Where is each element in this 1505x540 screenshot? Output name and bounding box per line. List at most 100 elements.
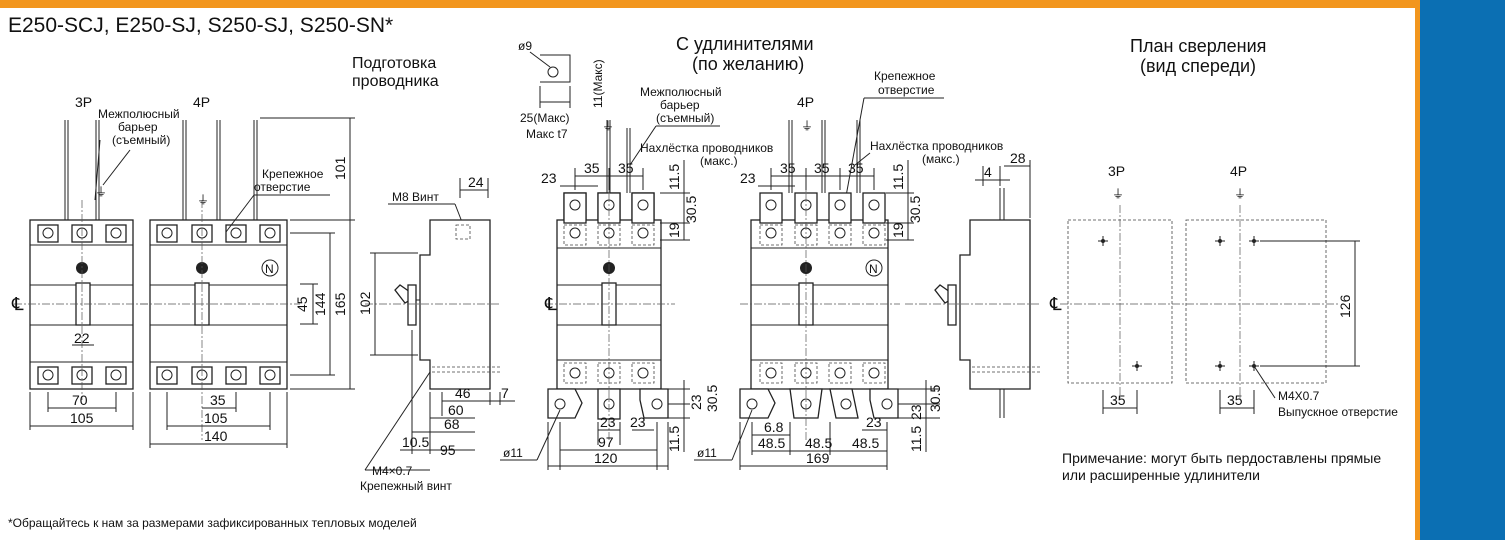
- dim-140: 140: [204, 428, 228, 444]
- ext-mount-hole-line-2: отверстие: [878, 83, 935, 97]
- ext-barrier-line-3: (съемный): [656, 111, 714, 125]
- earth-symbol-3p: ⏚: [95, 185, 107, 199]
- dim-105-3p: 105: [70, 410, 94, 426]
- overlap-3p-line-2: (макс.): [700, 154, 738, 168]
- dim-46: 46: [455, 385, 471, 401]
- dim-60: 60: [448, 402, 464, 418]
- dim-23-ext-4p-v: 23: [908, 404, 924, 420]
- barrier-line-1: Межполюсный: [98, 107, 180, 121]
- drill-heading-1: План сверления: [1130, 36, 1266, 56]
- breaker-body-4p: [149, 219, 288, 390]
- dim-7: 7: [501, 385, 509, 401]
- dim-24: 24: [468, 174, 484, 190]
- dim-11-5-ext-3p: 11.5: [666, 164, 682, 190]
- label-4p-front: 4P: [193, 94, 210, 110]
- dim-23-ext-3p-b: 23: [630, 414, 646, 430]
- barrier-callout: Межполюсный барьер (съемный): [98, 107, 180, 186]
- drill-heading-2: (вид спереди): [1140, 56, 1256, 76]
- dim-165: 165: [332, 292, 348, 316]
- earth-symbol-ext-4p: ⏚: [801, 119, 813, 133]
- conductor-detail: ø9 11(Макс) 25(Макс) Макс t7: [518, 39, 605, 141]
- dim-101: 101: [332, 156, 348, 180]
- barrier-line-3: (съемный): [112, 133, 170, 147]
- drill-label-3p: 3P: [1108, 163, 1125, 179]
- earth-symbol-drill-4p: ⏚: [1234, 187, 1246, 201]
- outlet-hole-label: Выпускное отверстие: [1278, 405, 1398, 419]
- neutral-mark-4p: N: [265, 262, 274, 276]
- max11-label: 11(Макс): [591, 59, 605, 108]
- mount-hole-callout-4p: Крепежное отверстие: [225, 167, 330, 233]
- dim-102: 102: [357, 291, 373, 315]
- ext-mount-hole-line-1: Крепежное: [874, 69, 936, 83]
- maxt7-label: Макс t7: [526, 127, 568, 141]
- side-view-ext: 4 28: [905, 150, 1040, 418]
- dim-23-ext-3p-top: 23: [541, 170, 557, 186]
- dim-11-5-ext-4p-b: 11.5: [908, 426, 924, 452]
- extension-view-4p: 4P Крепежное отверстие Нахлёстка проводн…: [694, 69, 1003, 470]
- mount-hole-line-1: Крепежное: [262, 167, 324, 181]
- dim-11-5-ext-4p: 11.5: [890, 164, 906, 190]
- dim-126: 126: [1337, 294, 1353, 318]
- front-view-3p: 3P ⏚ ℄ 22 70 105: [11, 94, 150, 430]
- drill-outline-4p: [1185, 219, 1327, 384]
- overlap-3p-line-1: Нахлёстка проводников: [640, 141, 773, 155]
- prep-heading-2: проводника: [352, 73, 439, 90]
- earth-symbol-4p: ⏚: [197, 193, 209, 207]
- fixing-screw-label: Крепежный винт: [360, 479, 452, 493]
- drilling-plan: План сверления (вид спереди) 3P ⏚ 4P ⏚ ℄…: [1049, 36, 1398, 483]
- footnote: *Обращайтесь к нам за размерами зафиксир…: [8, 516, 417, 530]
- dim-169: 169: [806, 450, 830, 466]
- dim-23-ext-3p-v: 23: [688, 394, 704, 410]
- dim-68: 68: [444, 416, 460, 432]
- note-line-1: Примечание: могут быть пердоставлены пря…: [1062, 450, 1381, 466]
- note-line-2: или расширенные удлинители: [1062, 467, 1260, 483]
- dim-35-4p: 35: [210, 392, 226, 408]
- dim-35-ext-4p-c: 35: [848, 160, 864, 176]
- dim-19-ext-3p: 19: [666, 222, 682, 238]
- blue-side-bar: [1420, 0, 1505, 540]
- label-4p-ext: 4P: [797, 94, 814, 110]
- dimension-drawing: 3P ⏚ ℄ 22 70 105 Межполюсный барьер (съе…: [11, 34, 1398, 493]
- dia11-label-3p: ø11: [503, 446, 523, 460]
- prep-heading-1: Подготовка: [352, 55, 436, 72]
- dim-105-4p: 105: [204, 410, 228, 426]
- earth-symbol-drill-3p: ⏚: [1112, 187, 1124, 201]
- dim-48-5-a: 48.5: [758, 435, 785, 451]
- earth-symbol-ext-3p: ⏚: [602, 119, 614, 133]
- dim-70: 70: [72, 392, 88, 408]
- dim-23-ext-4p-a: 23: [866, 414, 882, 430]
- dim-35-ext-3p-a: 35: [584, 160, 600, 176]
- dim-30-5-ext-3p: 30.5: [683, 196, 699, 223]
- center-mark-drill: ℄: [1049, 294, 1062, 314]
- dim-10-5: 10.5: [402, 434, 429, 450]
- ext-heading-1: С удлинителями: [676, 34, 814, 54]
- center-mark-3p: ℄: [11, 294, 24, 314]
- dim-35-drill-3p: 35: [1110, 392, 1126, 408]
- label-3p: 3P: [75, 94, 92, 110]
- overlap-4p-line-1: Нахлёстка проводников: [870, 139, 1003, 153]
- dim-23-ext-3p-a: 23: [600, 414, 616, 430]
- dim-30-5-ext-4p-b: 30.5: [927, 385, 943, 412]
- dim-22: 22: [74, 330, 90, 346]
- dim-97: 97: [598, 434, 614, 450]
- dim-35-ext-4p-a: 35: [780, 160, 796, 176]
- dim-30-5-ext-4p: 30.5: [907, 196, 923, 223]
- ext-barrier-line-2: барьер: [660, 98, 700, 112]
- extension-view-3p: С удлинителями (по желанию) Межполюсный …: [500, 34, 814, 470]
- dim-6-8: 6.8: [764, 419, 784, 435]
- dim-19-ext-4p: 19: [890, 222, 906, 238]
- dim-120: 120: [594, 450, 618, 466]
- dim-48-5-b: 48.5: [805, 435, 832, 451]
- m8-screw-label: M8 Винт: [392, 190, 439, 204]
- overlap-4p-line-2: (макс.): [922, 152, 960, 166]
- dim-30-5-ext-3p-b: 30.5: [704, 385, 720, 412]
- dim-35-ext-3p-b: 35: [618, 160, 634, 176]
- dim-28: 28: [1010, 150, 1026, 166]
- dim-11-5-ext-3p-b: 11.5: [666, 426, 682, 452]
- dim-144: 144: [312, 292, 328, 316]
- dim-48-5-c: 48.5: [852, 435, 879, 451]
- m4-screw-label: M4×0.7: [372, 464, 413, 478]
- mount-hole-line-2: отверстие: [254, 180, 311, 194]
- dim-23-ext-4p-top: 23: [740, 170, 756, 186]
- dim-45: 45: [294, 296, 310, 312]
